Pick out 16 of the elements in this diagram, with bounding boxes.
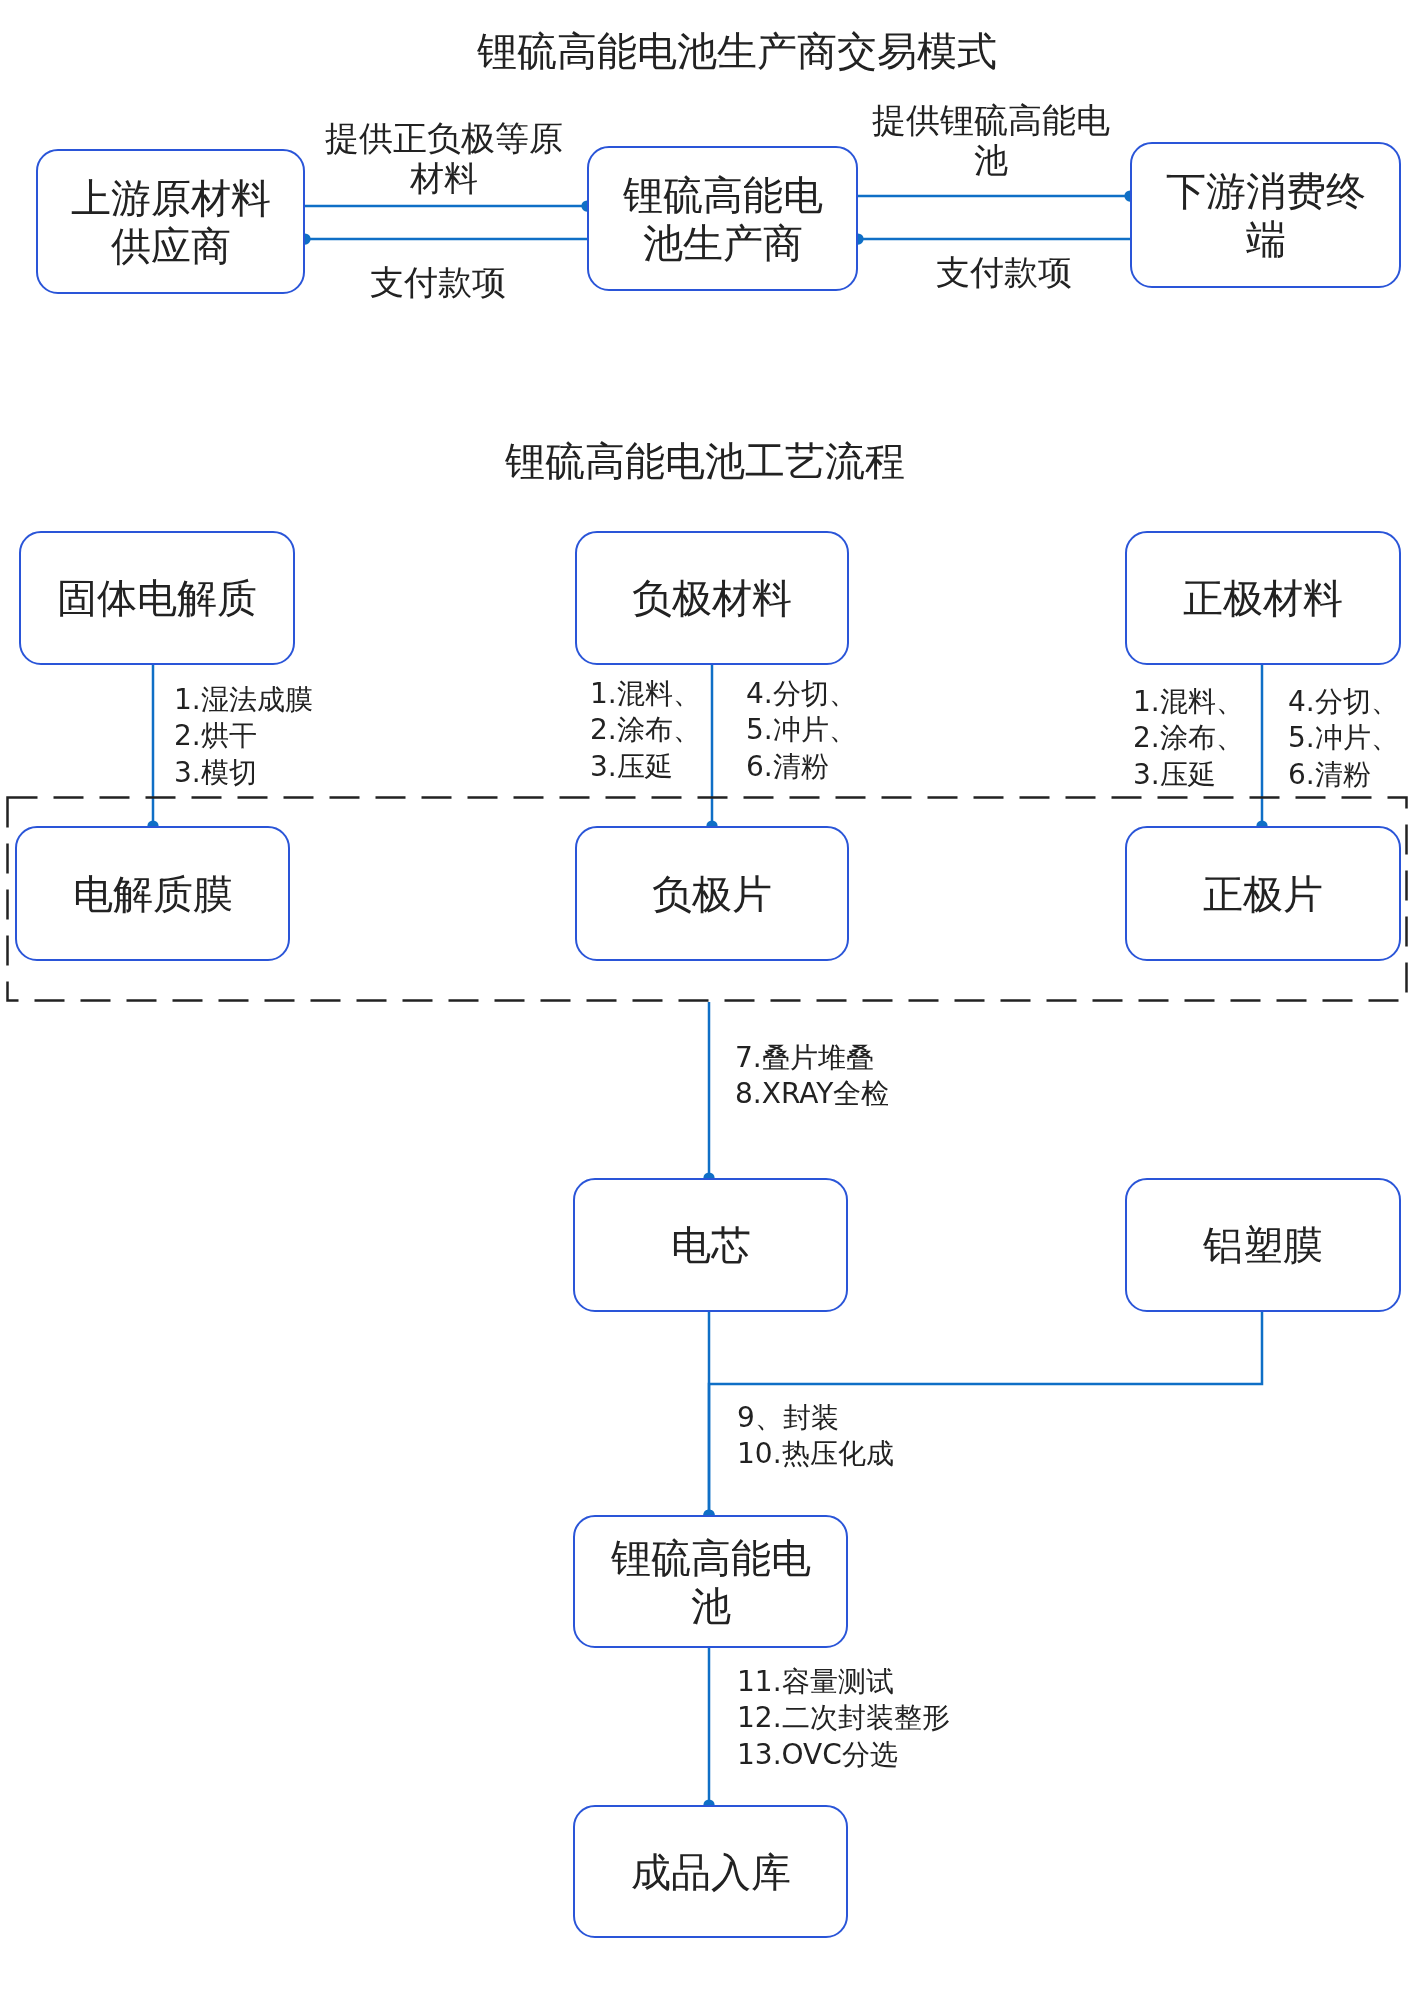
process-box: 铝塑膜: [1125, 1178, 1401, 1312]
diagram-title: 锂硫高能电池生产商交易模式: [477, 27, 997, 76]
process-box: 锂硫高能电池生产商: [587, 146, 858, 291]
process-box: 锂硫高能电池: [573, 1515, 848, 1648]
process-box: 电解质膜: [15, 826, 290, 961]
process-box: 固体电解质: [19, 531, 295, 665]
process-box: 下游消费终端: [1130, 142, 1401, 288]
dashed-group-frame: [6, 796, 1408, 1002]
process-box: 负极片: [575, 826, 849, 961]
section-title: 锂硫高能电池工艺流程: [505, 437, 905, 486]
process-box: 成品入库: [573, 1805, 848, 1938]
process-box: 电芯: [573, 1178, 848, 1312]
process-box: 负极材料: [575, 531, 849, 665]
process-box: 正极片: [1125, 826, 1401, 961]
process-box: 上游原材料供应商: [36, 149, 305, 294]
process-box: 正极材料: [1125, 531, 1401, 665]
